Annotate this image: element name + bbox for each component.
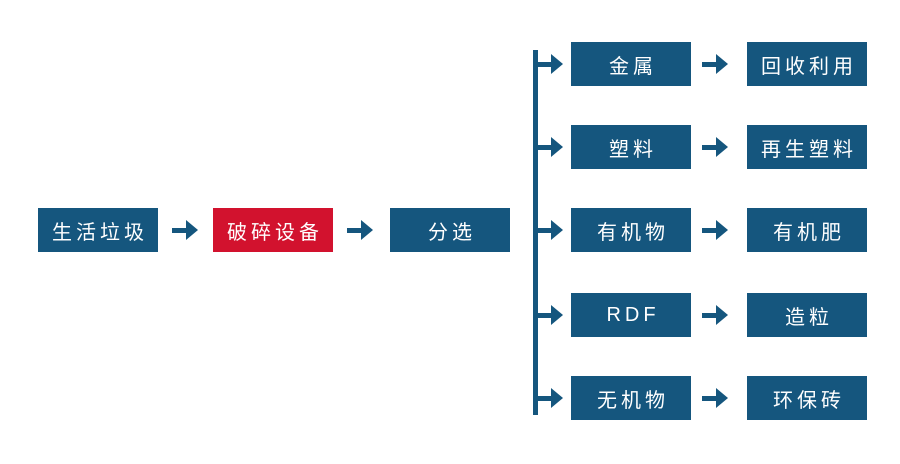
- arrow-stem: [537, 145, 553, 150]
- right-arrow-icon: [347, 220, 373, 240]
- arrow-head: [716, 220, 728, 240]
- arrow-stem: [537, 313, 553, 318]
- node-sorting: 分选: [390, 208, 510, 252]
- arrow-stem: [347, 228, 363, 233]
- arrow-stem: [537, 228, 553, 233]
- right-arrow-icon: [702, 388, 728, 408]
- right-arrow-icon: [702, 54, 728, 74]
- arrow-head: [716, 137, 728, 157]
- node-metal: 金属: [571, 42, 691, 86]
- arrow-head: [551, 388, 563, 408]
- node-household-waste: 生活垃圾: [38, 208, 158, 252]
- arrow-head: [551, 54, 563, 74]
- arrow-stem: [702, 396, 718, 401]
- node-crushing-equipment: 破碎设备: [213, 208, 333, 252]
- node-recycling: 回收利用: [747, 42, 867, 86]
- arrow-stem: [702, 145, 718, 150]
- arrow-head: [186, 220, 198, 240]
- branch-arrow-icon: [537, 388, 563, 408]
- arrow-stem: [702, 313, 718, 318]
- node-plastic: 塑料: [571, 125, 691, 169]
- arrow-head: [551, 305, 563, 325]
- branch-arrow-icon: [537, 305, 563, 325]
- arrow-head: [716, 388, 728, 408]
- right-arrow-icon: [702, 305, 728, 325]
- arrow-head: [551, 220, 563, 240]
- node-organic-fertilizer: 有机肥: [747, 208, 867, 252]
- node-recycled-plastic: 再生塑料: [747, 125, 867, 169]
- node-rdf: RDF: [571, 293, 691, 337]
- arrow-head: [716, 54, 728, 74]
- arrow-stem: [702, 228, 718, 233]
- arrow-stem: [172, 228, 188, 233]
- branch-arrow-icon: [537, 54, 563, 74]
- branch-arrow-icon: [537, 220, 563, 240]
- arrow-head: [361, 220, 373, 240]
- node-organic-matter: 有机物: [571, 208, 691, 252]
- branch-line: [533, 50, 538, 415]
- arrow-stem: [537, 62, 553, 67]
- arrow-head: [551, 137, 563, 157]
- branch-arrow-icon: [537, 137, 563, 157]
- arrow-stem: [537, 396, 553, 401]
- node-granulation: 造粒: [747, 293, 867, 337]
- node-inorganic-matter: 无机物: [571, 376, 691, 420]
- arrow-stem: [702, 62, 718, 67]
- right-arrow-icon: [172, 220, 198, 240]
- node-eco-brick: 环保砖: [747, 376, 867, 420]
- right-arrow-icon: [702, 137, 728, 157]
- arrow-head: [716, 305, 728, 325]
- right-arrow-icon: [702, 220, 728, 240]
